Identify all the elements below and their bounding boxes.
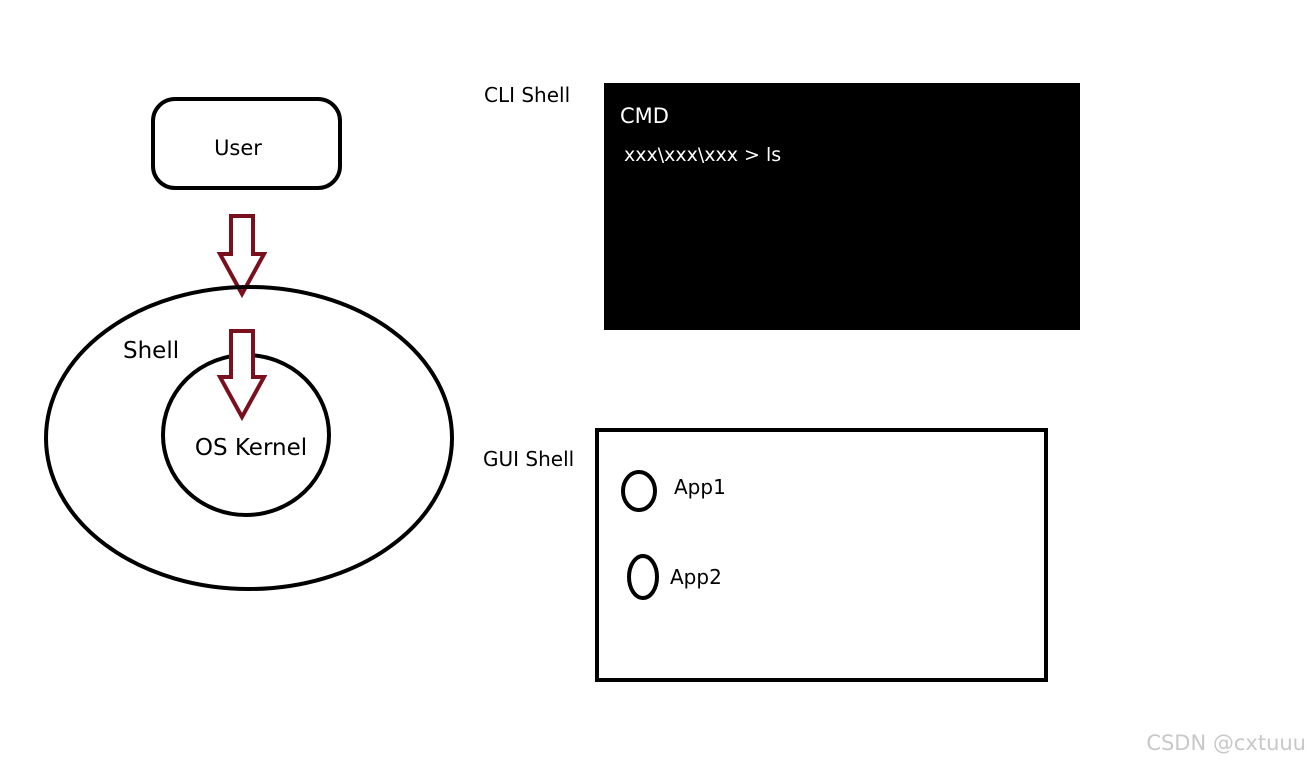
terminal-title: CMD [620,104,669,128]
app-circle-icon [627,554,659,600]
shell-outer-ellipse [44,285,454,591]
gui-window: App1 App2 [595,428,1048,682]
user-box: User [151,97,342,190]
user-label: User [214,136,262,160]
app-label: App1 [674,475,726,499]
terminal-command-line: xxx\xxx\xxx > ls [624,144,781,166]
cli-terminal-window: CMD xxx\xxx\xxx > ls [604,83,1080,330]
app-item: App1 [621,470,726,512]
kernel-label: OS Kernel [195,435,307,461]
app-item: App2 [627,554,722,600]
shell-layer: Shell [44,285,454,591]
shell-label: Shell [123,338,179,364]
gui-window-frame [595,428,1048,682]
app-circle-icon [621,470,657,512]
user-to-shell-arrow-icon [216,214,268,299]
cli-shell-label: CLI Shell [484,83,570,107]
terminal-background [604,83,1080,330]
app-label: App2 [670,565,722,589]
shell-to-kernel-arrow-icon [216,329,268,422]
user-box-outline [151,97,342,190]
gui-shell-label: GUI Shell [483,447,574,471]
watermark-text: CSDN @cxtuuu [1146,731,1306,755]
